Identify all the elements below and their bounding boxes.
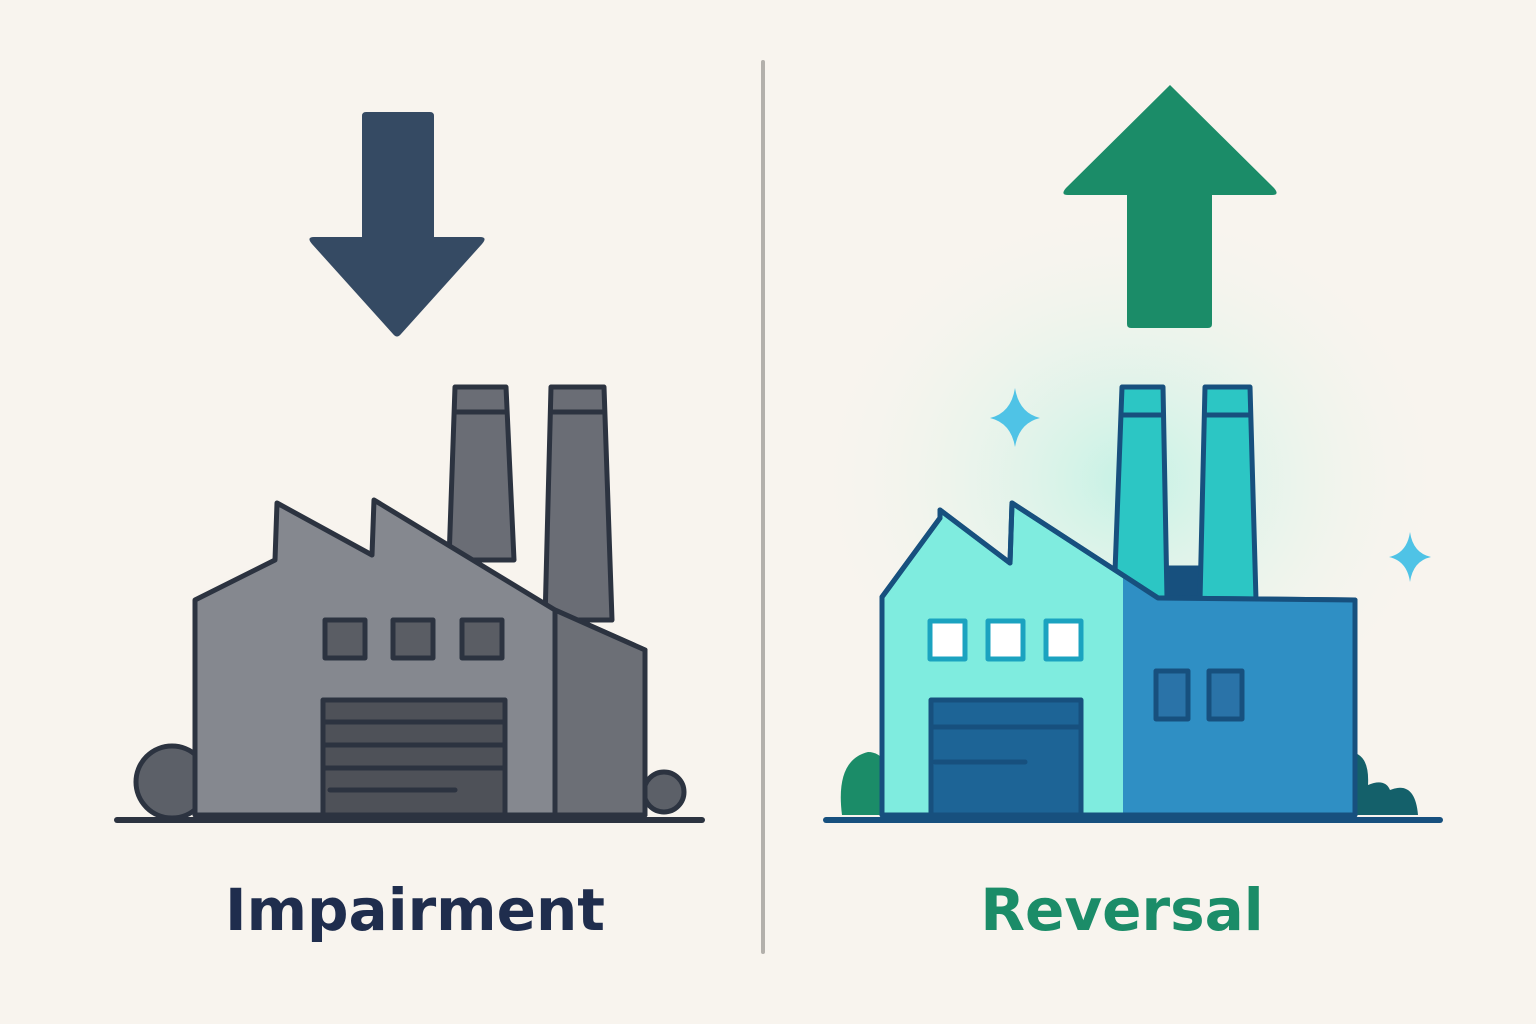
chimney — [1111, 384, 1170, 601]
window — [927, 618, 968, 662]
window — [322, 617, 368, 661]
factory-icon-restored — [823, 384, 1443, 823]
impairment-label: Impairment — [225, 876, 605, 944]
window — [390, 617, 436, 661]
window — [1206, 668, 1245, 722]
window — [1043, 618, 1084, 662]
bush-icon — [641, 769, 687, 815]
chimney — [542, 384, 615, 623]
window — [1153, 668, 1191, 722]
factory-icon-impaired — [114, 384, 705, 823]
garage-door — [928, 697, 1084, 818]
chimney — [446, 384, 517, 563]
reversal-label: Reversal — [980, 876, 1264, 944]
sparkle-icon — [1389, 532, 1431, 582]
window — [985, 618, 1026, 662]
down-arrow-icon — [309, 112, 485, 337]
up-arrow-icon — [1063, 85, 1277, 328]
chimney — [1197, 384, 1259, 603]
sparkle-icon — [990, 388, 1040, 447]
garage-door — [320, 697, 508, 818]
window — [459, 617, 505, 661]
